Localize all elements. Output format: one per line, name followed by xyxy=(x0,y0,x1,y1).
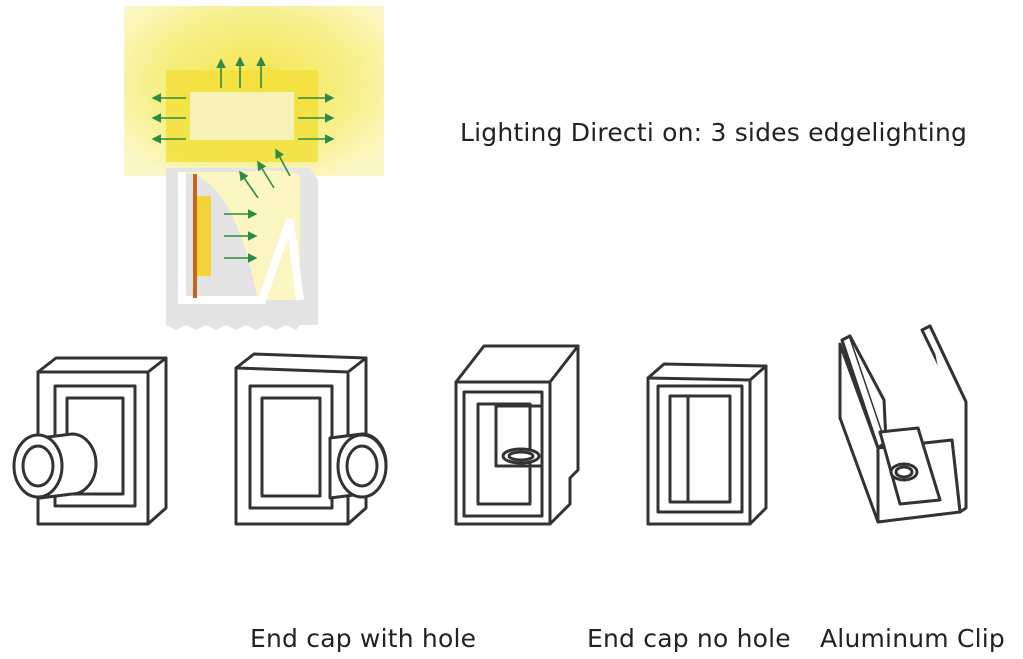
arrow-diag-2 xyxy=(257,160,275,189)
end-cap-with-hole-right xyxy=(234,352,388,526)
led-board xyxy=(195,196,211,276)
end-cap-no-hole xyxy=(646,362,768,526)
label-aluminum-clip: Aluminum Clip xyxy=(820,624,1005,653)
end-cap-with-hole-left xyxy=(12,356,168,526)
arrow-diag-3 xyxy=(275,148,291,177)
end-cap-with-hole-front xyxy=(454,344,580,526)
diffuser-window xyxy=(190,92,294,140)
neon-profile-cross-section xyxy=(124,6,384,330)
lighting-direction-heading: Lighting Directi on: 3 sides edgelightin… xyxy=(460,118,968,147)
label-end-cap-no-hole: End cap no hole xyxy=(587,624,791,653)
led-strip xyxy=(193,174,197,298)
label-end-cap-with-hole: End cap with hole xyxy=(250,624,477,653)
profile-slot-wall xyxy=(178,172,304,304)
light-direction-arrows xyxy=(151,56,335,263)
arrow-diag-1 xyxy=(239,170,259,199)
aluminum-clip xyxy=(838,324,968,524)
